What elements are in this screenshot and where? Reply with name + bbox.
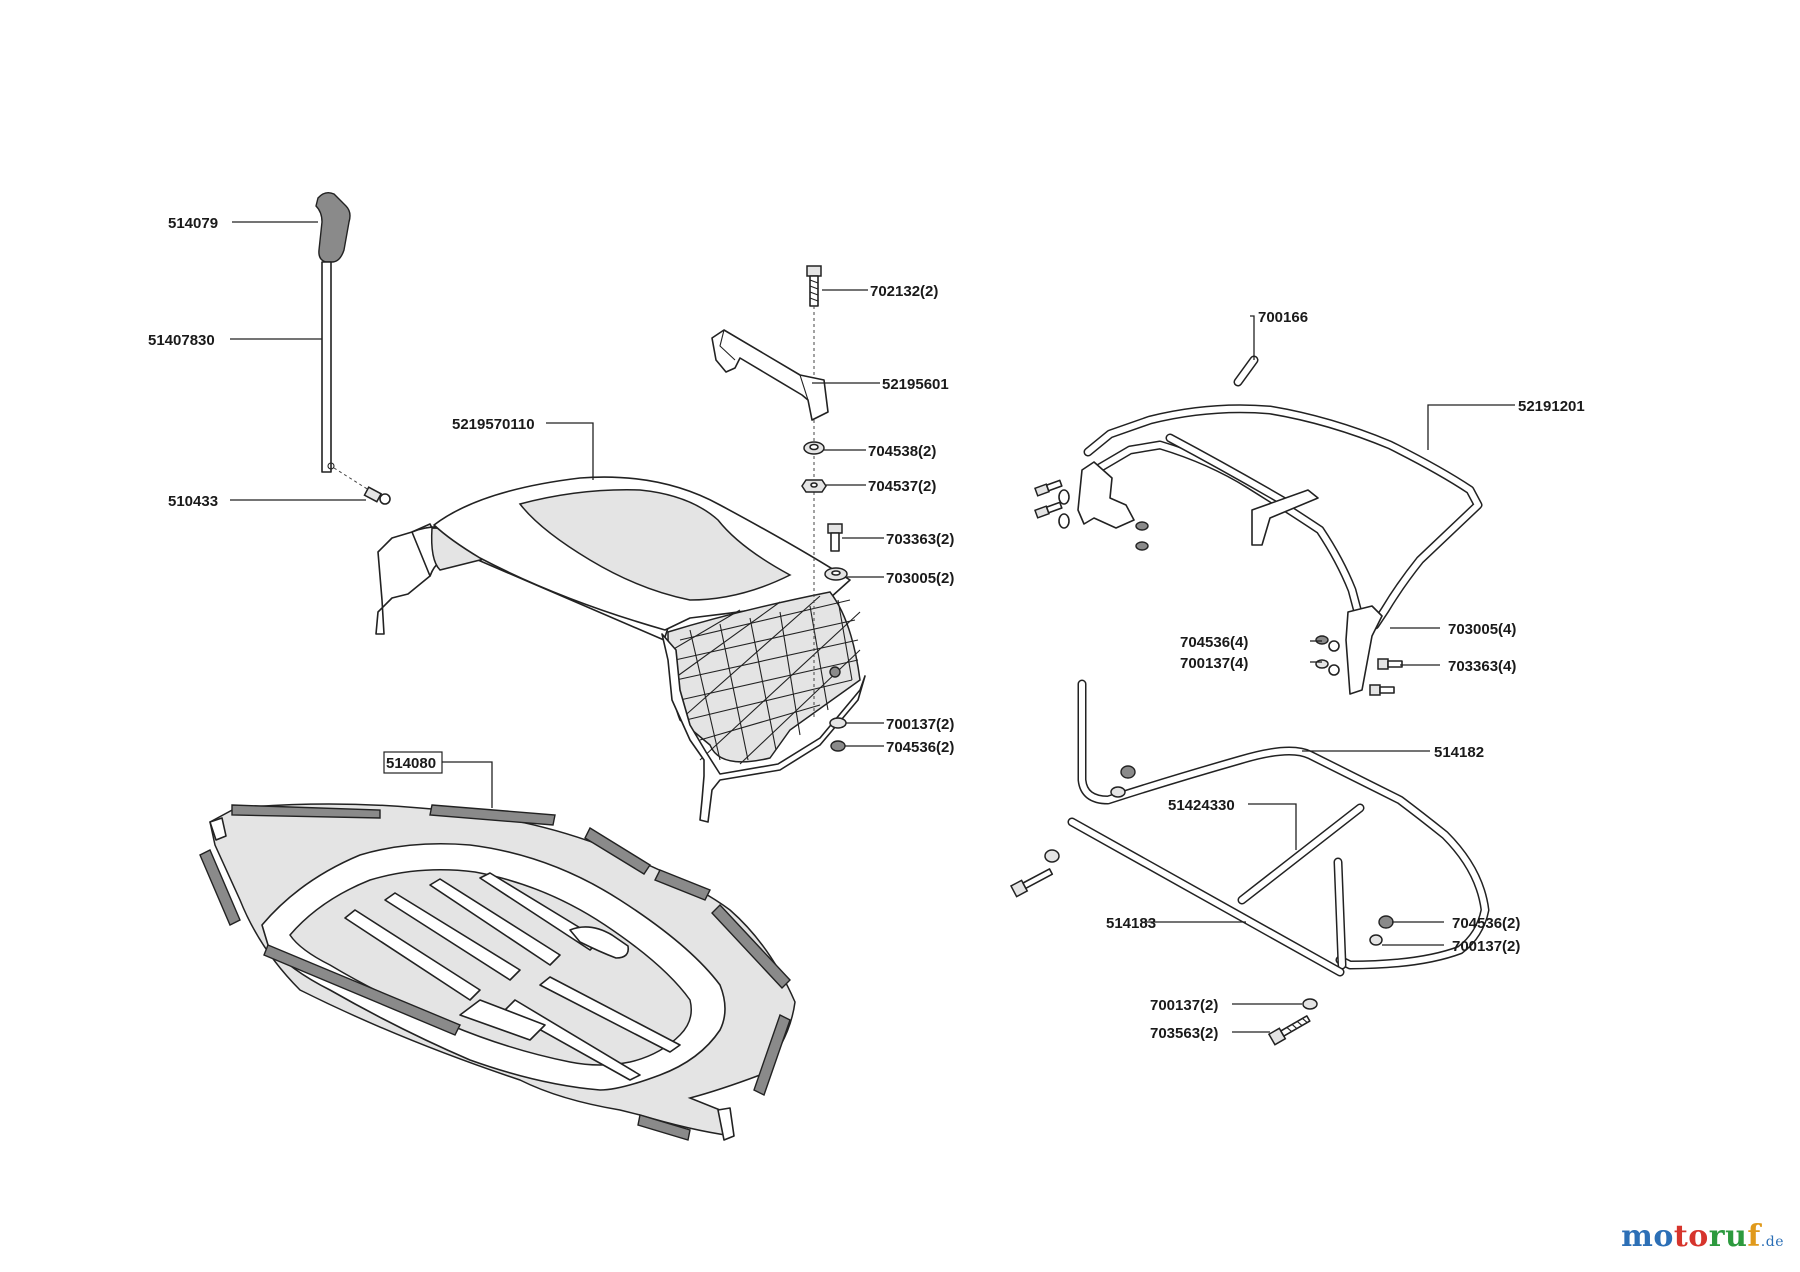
label-704538: 704538(2) — [868, 443, 936, 460]
label-52195601: 52195601 — [882, 376, 949, 393]
label-514182: 514182 — [1434, 744, 1484, 761]
part-labels: 514079 51407830 510433 5219570110 702132… — [148, 215, 1585, 1042]
label-704537: 704537(2) — [868, 478, 936, 495]
bolt-lower-left — [1009, 868, 1054, 898]
bolt-703363-top — [827, 523, 843, 552]
label-702132: 702132(2) — [870, 283, 938, 300]
tray-slot — [569, 926, 630, 959]
label-700137-frame: 700137(4) — [1180, 655, 1248, 672]
label-700137-bottom: 700137(2) — [1150, 997, 1218, 1014]
label-700166: 700166 — [1258, 309, 1308, 326]
label-704536-top: 704536(2) — [886, 739, 954, 756]
carry-handle-assembly — [711, 265, 848, 752]
label-514183: 514183 — [1106, 915, 1156, 932]
frame-bracket-mid — [1251, 489, 1319, 546]
washer-704538 — [803, 441, 825, 455]
handle-rod-assembly — [315, 191, 391, 505]
label-703005-frame: 703005(4) — [1448, 621, 1516, 638]
label-52191201: 52191201 — [1518, 398, 1585, 415]
nut-704536-top — [830, 740, 846, 752]
label-704536-frame: 704536(4) — [1180, 634, 1248, 651]
rod-end-hole — [327, 462, 335, 470]
label-5219570110: 5219570110 — [452, 416, 535, 433]
bolt-703563 — [1267, 1015, 1311, 1046]
label-514079: 514079 — [168, 215, 218, 232]
leader-lines — [230, 221, 1515, 1033]
label-704536-lower: 704536(2) — [1452, 915, 1520, 932]
label-703363-frame: 703363(4) — [1448, 658, 1516, 675]
washer-703005-top — [824, 567, 848, 581]
label-703005-top: 703005(2) — [886, 570, 954, 587]
bolt-702132 — [806, 265, 822, 307]
cover-side-panel-right — [661, 633, 866, 823]
carry-handle — [711, 329, 829, 421]
frame-right-hardware — [1315, 635, 1403, 696]
motoruf-watermark-logo: motoruf.de — [1621, 1219, 1784, 1254]
label-703563: 703563(2) — [1150, 1025, 1218, 1042]
label-703363-top: 703363(2) — [886, 531, 954, 548]
frame-tube-upper — [1083, 404, 1483, 630]
lower-frame-hardware — [1009, 765, 1394, 1046]
label-514080: 514080 — [386, 755, 436, 772]
upper-handle-frame — [1034, 355, 1483, 696]
label-700137-lower: 700137(2) — [1452, 938, 1520, 955]
cover-mesh-pattern — [671, 595, 861, 765]
bag-frame-rails — [199, 804, 791, 1141]
nut-704537 — [801, 479, 827, 493]
tray-ribs — [344, 872, 681, 1081]
label-514080-box — [383, 751, 443, 774]
cover-mount-hole — [829, 666, 841, 678]
label-51424330: 51424330 — [1168, 797, 1235, 814]
frame-bracket-right — [1345, 605, 1383, 695]
washer-700137-top — [829, 717, 847, 729]
cover-top-window — [518, 489, 792, 601]
bag-frame-bracket-right — [717, 1107, 735, 1141]
rear-cover — [375, 476, 866, 823]
rod-screw — [363, 486, 391, 505]
grass-bag — [199, 803, 796, 1141]
label-700137-top: 700137(2) — [886, 716, 954, 733]
bag-frame-bracket-left — [209, 817, 227, 841]
lower-handle-frame — [1009, 679, 1490, 1046]
label-51407830: 51407830 — [148, 332, 215, 349]
handle-rod — [321, 261, 332, 473]
label-510433: 510433 — [168, 493, 218, 510]
frame-bracket-left — [1077, 461, 1135, 529]
bracket-bolts-left — [1034, 479, 1149, 551]
handle-grip — [315, 191, 351, 263]
